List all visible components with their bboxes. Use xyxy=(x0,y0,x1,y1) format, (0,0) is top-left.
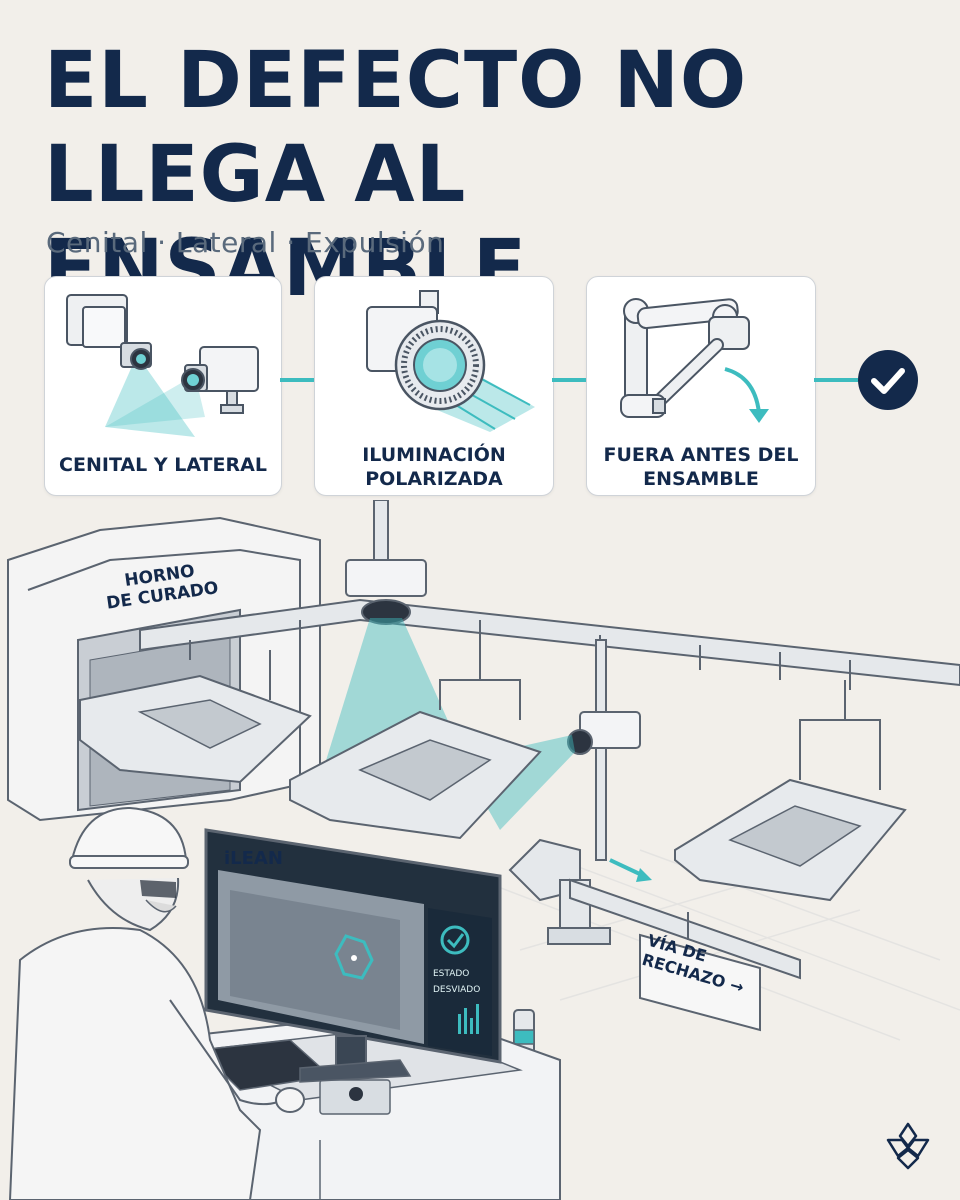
step-label-line: ILUMINACIÓN xyxy=(362,444,506,466)
connector-line xyxy=(552,378,586,382)
operator-monitor xyxy=(204,828,502,1083)
operator-worker xyxy=(8,806,305,1200)
status-line: ESTADO xyxy=(433,969,470,979)
step-card-fuera-antes: FUERA ANTES DEL ENSAMBLE xyxy=(586,276,816,496)
ring-light-camera-icon xyxy=(366,290,535,432)
subtitle: Cenital · Lateral · Expulsión xyxy=(46,226,445,259)
monitor-brand-logo: iLEAN xyxy=(224,848,283,869)
reject-diverter xyxy=(508,838,801,980)
connector-line xyxy=(814,378,858,382)
brand-logo-icon xyxy=(886,1122,930,1170)
status-badge: ESTADO DESVIADO xyxy=(433,966,480,998)
step-label: CENITAL Y LATERAL xyxy=(55,453,271,477)
step-label-line: POLARIZADA xyxy=(365,468,503,490)
step-label: FUERA ANTES DEL ENSAMBLE xyxy=(597,443,805,491)
chassis-in-oven xyxy=(79,650,312,784)
step-label-line: CENITAL Y LATERAL xyxy=(59,454,267,476)
step-label-line: FUERA ANTES DEL xyxy=(603,444,799,466)
robot-arm-icon xyxy=(620,298,769,423)
step-label-line: ENSAMBLE xyxy=(643,468,759,490)
step-card-iluminacion: ILUMINACIÓN POLARIZADA xyxy=(314,276,554,496)
page-title: EL DEFECTO NO LLEGA AL ENSAMBLE xyxy=(44,34,960,316)
chassis-inspected xyxy=(289,640,542,840)
dual-camera-icon xyxy=(66,294,259,437)
chassis-passed xyxy=(674,680,907,902)
status-line: DESVIADO xyxy=(433,985,481,995)
step-label: ILUMINACIÓN POLARIZADA xyxy=(325,443,543,491)
factory-scene-illustration xyxy=(7,500,960,1200)
step-card-cenital-lateral: CENITAL Y LATERAL xyxy=(44,276,282,496)
reject-sign xyxy=(639,912,761,1032)
title-line-2: LLEGA AL ENSAMBLE xyxy=(44,130,528,314)
check-circle-icon xyxy=(858,350,918,410)
title-line-1: EL DEFECTO NO xyxy=(44,36,748,126)
connector-line xyxy=(280,378,314,382)
